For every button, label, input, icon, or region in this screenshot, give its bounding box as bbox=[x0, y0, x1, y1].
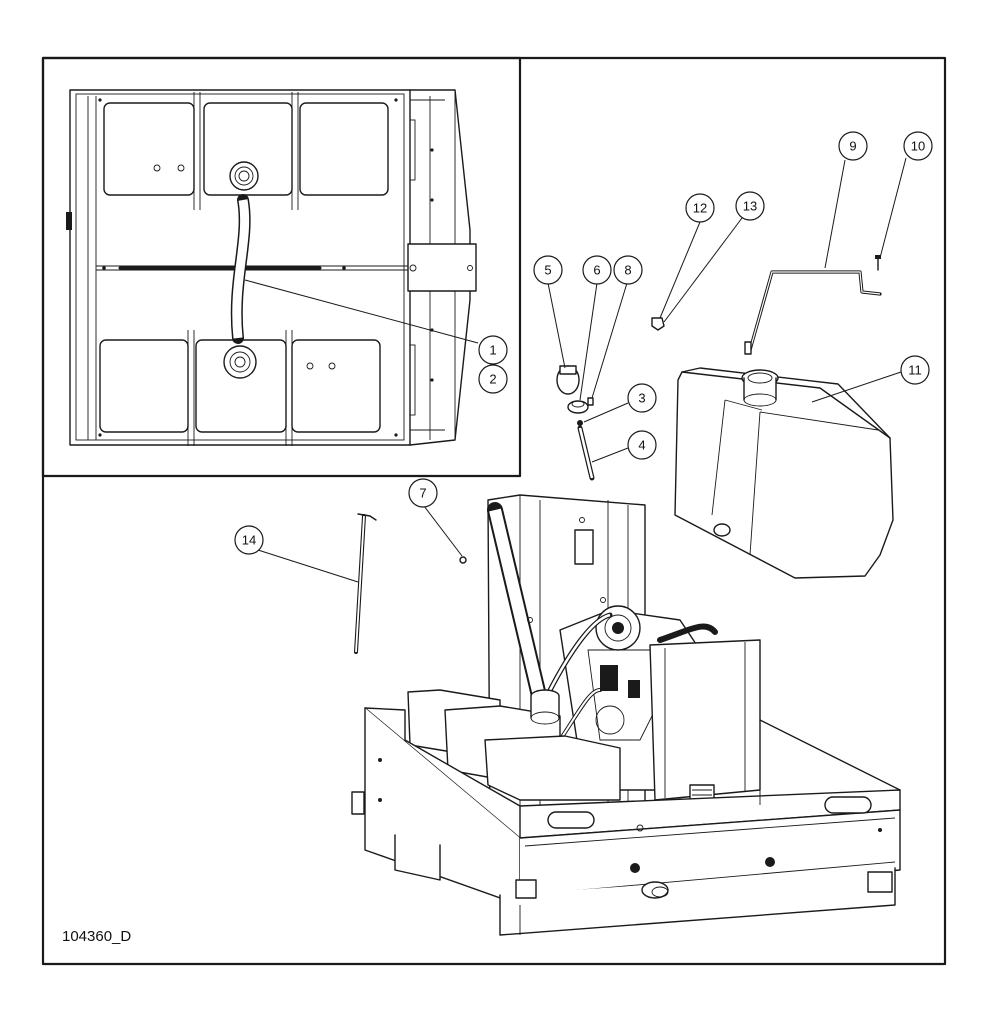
callout-10-label: 10 bbox=[911, 139, 925, 154]
callout-11: 11 bbox=[900, 355, 930, 385]
callout-9-label: 9 bbox=[849, 139, 856, 154]
callout-5-label: 5 bbox=[544, 263, 551, 278]
callout-4-label: 4 bbox=[638, 438, 645, 453]
leader-lines bbox=[244, 157, 907, 583]
callout-14: 14 bbox=[234, 525, 264, 555]
callout-14-label: 14 bbox=[242, 533, 256, 548]
callout-11-label: 11 bbox=[908, 363, 922, 378]
callout-12-label: 12 bbox=[693, 201, 707, 216]
callout-2: 2 bbox=[478, 364, 508, 394]
diagram-frames bbox=[41, 56, 947, 966]
callout-12: 12 bbox=[685, 193, 715, 223]
inset-top-view bbox=[66, 89, 477, 446]
callout-7-label: 7 bbox=[419, 486, 426, 501]
callout-13-label: 13 bbox=[743, 199, 757, 214]
part-hydraulic-tank-11 bbox=[674, 367, 894, 579]
callout-13: 13 bbox=[735, 191, 765, 221]
callout-3-label: 3 bbox=[638, 391, 645, 406]
callouts: 1 2 3 4 5 6 7 8 bbox=[234, 131, 933, 555]
part-fuel-filter bbox=[556, 365, 580, 395]
callout-6-label: 6 bbox=[593, 263, 600, 278]
callout-3: 3 bbox=[627, 383, 657, 413]
part-strap-9 bbox=[744, 270, 882, 355]
callout-4: 4 bbox=[627, 430, 657, 460]
callout-1-label: 1 bbox=[489, 343, 496, 358]
part-washer-3 bbox=[577, 420, 583, 426]
part-small-fitting-8 bbox=[587, 397, 594, 406]
callout-6: 6 bbox=[582, 255, 612, 285]
part-filter-clamp bbox=[567, 400, 589, 414]
callout-2-label: 2 bbox=[489, 372, 496, 387]
callout-10: 10 bbox=[903, 131, 933, 161]
callout-5: 5 bbox=[533, 255, 563, 285]
callout-8: 8 bbox=[613, 255, 643, 285]
callout-9: 9 bbox=[838, 131, 868, 161]
part-screw-7 bbox=[459, 556, 467, 564]
part-tube-4 bbox=[577, 425, 595, 481]
part-fittings-12-13 bbox=[651, 317, 665, 331]
drawing-id: 104360_D bbox=[62, 928, 131, 945]
main-assembly bbox=[351, 494, 901, 936]
callout-1: 1 bbox=[478, 335, 508, 365]
part-bolt-10 bbox=[875, 255, 881, 271]
callout-7: 7 bbox=[408, 478, 438, 508]
part-dipstick-14 bbox=[354, 513, 377, 654]
callout-8-label: 8 bbox=[624, 263, 631, 278]
